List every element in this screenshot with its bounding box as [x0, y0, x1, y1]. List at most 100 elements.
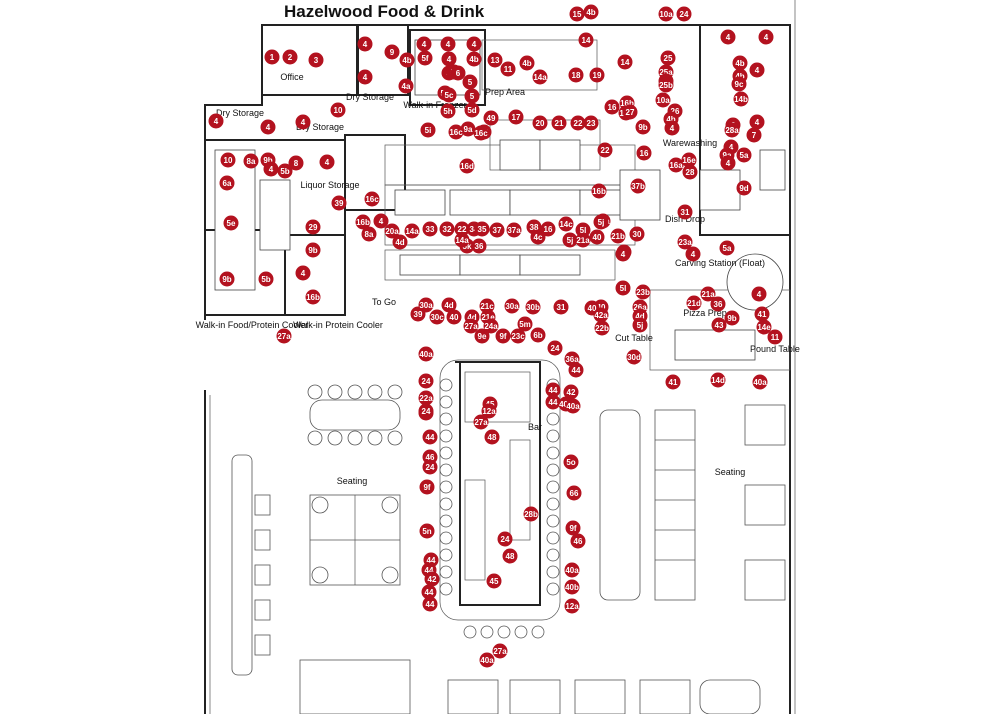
equipment-tag: 4	[295, 114, 311, 130]
tag-label: 66	[570, 489, 579, 498]
tag-label: 4	[472, 40, 477, 49]
plan-title: Hazelwood Food & Drink	[284, 2, 485, 21]
tag-label: 16a	[669, 161, 683, 170]
tag-label: 44	[427, 556, 436, 565]
tag-marker	[532, 115, 548, 131]
tag-label: 42	[567, 388, 576, 397]
tag-label: 4	[621, 250, 626, 259]
equipment-tag: 4	[751, 286, 767, 302]
tag-label: 6	[456, 69, 461, 78]
tag-label: 2	[288, 53, 293, 62]
tag-label: 4b	[735, 59, 744, 68]
equipment-tag: 42	[424, 571, 440, 587]
tag-marker	[617, 54, 633, 70]
tag-marker	[517, 316, 533, 332]
tag-marker	[731, 76, 747, 92]
equipment-tag: 4	[749, 62, 765, 78]
label-pound-table: Pound Table	[750, 344, 800, 354]
equipment-tag: 24	[418, 403, 434, 419]
tag-label: 40	[597, 303, 606, 312]
tag-label: 5b	[280, 167, 289, 176]
equipment-tag: 22	[454, 221, 470, 237]
equipment-tag: 9f	[495, 328, 511, 344]
equipment-tag: 2	[282, 49, 298, 65]
tag-marker	[519, 55, 535, 71]
tag-label: 49	[487, 114, 496, 123]
tag-marker	[418, 297, 434, 313]
equipment-tag: 5j	[632, 317, 648, 333]
tag-marker	[277, 163, 293, 179]
tag-marker	[615, 280, 631, 296]
tag-marker	[615, 246, 631, 262]
equipment-tag: 24	[497, 531, 513, 547]
equipment-tag: 16d	[459, 158, 475, 174]
equipment-tag: 17	[508, 109, 524, 125]
tag-label: 4b	[469, 55, 478, 64]
tag-label: 10	[224, 156, 233, 165]
tag-label: 42a	[594, 311, 608, 320]
tag-marker	[418, 373, 434, 389]
tag-label: 9f	[423, 483, 430, 492]
tag-label: 21d	[687, 299, 701, 308]
equipment-tag: 4	[720, 29, 736, 45]
tag-marker	[682, 164, 698, 180]
tag-label: 9b	[222, 275, 231, 284]
tag-marker	[632, 317, 648, 333]
tag-marker	[563, 384, 579, 400]
tag-marker	[295, 265, 311, 281]
tag-marker	[417, 50, 433, 66]
tag-label: 16e	[682, 156, 696, 165]
tag-label: 4b	[402, 56, 411, 65]
tag-marker	[700, 286, 716, 302]
tag-marker	[583, 115, 599, 131]
tag-label: 9f	[499, 332, 506, 341]
equipment-tag: 24	[418, 373, 434, 389]
tag-label: 34	[470, 225, 479, 234]
equipment-tag: 27a	[463, 318, 479, 334]
tag-marker	[568, 362, 584, 378]
tag-marker	[364, 191, 380, 207]
tag-label: 21a	[701, 290, 715, 299]
tag-label: 24	[422, 407, 431, 416]
tag-marker	[288, 155, 304, 171]
tag-marker	[733, 91, 749, 107]
label-office: Office	[280, 72, 303, 82]
equipment-tag: 4	[373, 213, 389, 229]
tag-label: 14b	[734, 95, 748, 104]
tag-label: 4	[764, 33, 769, 42]
tag-marker	[508, 109, 524, 125]
equipment-tag: 4b	[519, 55, 535, 71]
tag-label: 5i	[425, 126, 432, 135]
tag-label: 30b	[526, 303, 540, 312]
tag-marker	[373, 213, 389, 229]
equipment-tag: 23	[583, 115, 599, 131]
tag-label: 7	[752, 131, 757, 140]
tag-label: 39	[335, 199, 344, 208]
tag-marker	[441, 51, 457, 67]
equipment-tag: 16a	[668, 157, 684, 173]
tag-marker	[655, 92, 671, 108]
tag-marker	[752, 374, 768, 390]
tag-label: 26	[671, 107, 680, 116]
tag-label: 39	[414, 310, 423, 319]
tag-marker	[568, 67, 584, 83]
tag-marker	[487, 52, 503, 68]
tag-marker	[677, 234, 693, 250]
equipment-tag: 40	[589, 229, 605, 245]
tag-label: 23b	[636, 288, 650, 297]
tag-marker	[530, 327, 546, 343]
tag-marker	[440, 36, 456, 52]
tag-label: 28a	[725, 126, 739, 135]
equipment-tag: 40a	[479, 652, 495, 668]
tag-label: 4b	[735, 72, 744, 81]
tag-marker	[424, 571, 440, 587]
tag-marker	[754, 306, 770, 322]
tag-label: 10	[334, 106, 343, 115]
tag-marker	[258, 271, 274, 287]
equipment-tag: 22b	[594, 320, 610, 336]
equipment-tag: 24	[676, 6, 692, 22]
equipment-tag: 23b	[635, 284, 651, 300]
tag-marker	[305, 289, 321, 305]
tag-label: 14d	[711, 376, 725, 385]
tag-label: 36a	[565, 355, 579, 364]
